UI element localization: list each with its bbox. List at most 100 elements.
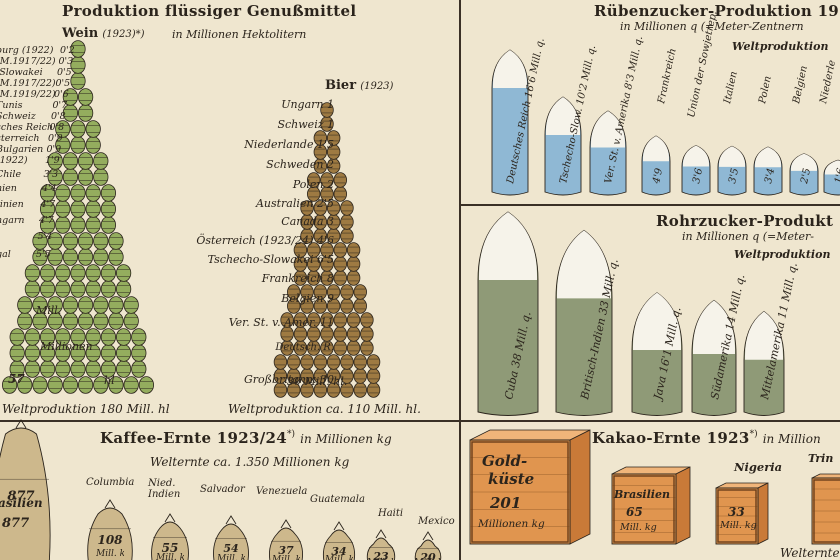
wein-barrel-1-3 <box>55 360 71 378</box>
divider-right-middle <box>461 204 840 206</box>
bier-total: Weltproduktion ca. 110 Mill. hl. <box>228 402 421 416</box>
wein-barrel-15-2 <box>85 136 101 154</box>
bier-barrel-5-5 <box>346 312 361 328</box>
wein-barrel-4-4-body <box>77 312 94 330</box>
bier-barrel-2-4 <box>326 354 341 370</box>
bier-barrel-7-2 <box>313 284 328 300</box>
ruebenzucker-bar-tip <box>718 146 746 167</box>
bier-barrel-8-3 <box>333 270 348 286</box>
kaffee-value-label: 20 <box>420 550 436 560</box>
wein-barrel-19-0-body <box>70 72 86 90</box>
wein-barrel-10-4 <box>100 216 117 234</box>
wein-barrel-3-1-body <box>24 328 41 346</box>
bier-barrel-7-5-body <box>353 284 367 300</box>
wein-barrel-10-4-body <box>100 216 117 234</box>
kakao-crate-top <box>811 473 840 479</box>
bier-barrel-7-4 <box>340 284 354 300</box>
wein-category-label: (M.1917/22) <box>0 78 56 89</box>
bier-barrel-15-0 <box>306 172 321 188</box>
wein-barrel-1-3-body <box>55 360 71 378</box>
wein-barrel-10-2-body <box>70 216 86 234</box>
fluessig-unit: in Millionen Hektolitern <box>172 28 307 41</box>
bier-barrel-0-6 <box>353 382 367 398</box>
bier-category-label: Belgien 9 <box>281 292 334 305</box>
bier-barrel-5-0-body <box>280 312 294 328</box>
wein-barrel-6-4 <box>85 280 101 298</box>
kaffee-bar <box>322 529 356 560</box>
wein-barrel-7-1-body <box>39 264 56 282</box>
bier-barrel-4-4 <box>333 326 348 342</box>
bier-barrel-10-2-body <box>320 242 334 258</box>
bier-barrel-1-2 <box>300 368 314 384</box>
wein-barrel-13-3-body <box>93 168 109 186</box>
wein-barrel-3-0 <box>9 328 25 346</box>
bier-barrel-20-0-body <box>320 102 334 118</box>
kaffee-title: Kaffee-Ernte 1923/24*) in Millionen kg <box>100 428 392 447</box>
wein-barrel-15-1 <box>70 136 86 154</box>
wein-barrel-4-7 <box>123 312 139 330</box>
wein-barrel-11-2-body <box>70 200 86 218</box>
bier-barrel-10-3 <box>333 242 348 258</box>
bier-barrel-2-0-body <box>273 354 288 370</box>
wein-barrel-4-6-body <box>108 312 124 330</box>
wein-value-label: 0'8 <box>49 122 65 133</box>
wein-value-label: 0'6 <box>54 89 69 100</box>
wein-barrel-4-5 <box>93 312 109 330</box>
wein-barrel-19-0 <box>70 72 86 90</box>
kaffee-country-label: Mexico <box>418 516 455 527</box>
wein-value-label: 1'9 <box>45 155 60 166</box>
kaffee-first-value: 877 <box>2 516 30 531</box>
wein-barrel-11-4 <box>100 200 117 218</box>
wein-barrel-10-1 <box>55 216 71 234</box>
kakao-title-text: Kakao-Ernte 1923 <box>592 429 750 447</box>
ruebenzucker-bar-tip <box>492 50 528 88</box>
wein-barrel-16-0-body <box>55 120 71 138</box>
bier-barrel-3-4-body <box>333 340 348 356</box>
wein-barrel-12-1-body <box>55 184 71 202</box>
bier-barrel-13-1 <box>313 200 328 216</box>
bier-barrel-3-4 <box>333 340 348 356</box>
wein-barrel-21-0 <box>70 40 86 58</box>
wein-barrel-15-1-body <box>70 136 86 154</box>
kakao-crate-top <box>469 429 591 441</box>
wein-barrel-3-5 <box>85 328 101 346</box>
wein-barrel-0-4 <box>62 376 79 394</box>
bier-barrel-10-0-body <box>293 242 308 258</box>
kaffee-bar <box>87 507 133 560</box>
kaffee-country-label: Venezuela <box>256 486 308 497</box>
bier-barrel-2-1-body <box>287 354 301 370</box>
wein-barrel-0-3 <box>47 376 63 394</box>
wein-barrel-7-5 <box>100 264 117 282</box>
wein-barrel-0-4-body <box>62 376 79 394</box>
wein-barrel-7-0-body <box>24 264 41 282</box>
ruebenzucker-bar-label: 3'6 <box>691 167 705 185</box>
bier-barrel-10-4-body <box>346 242 361 258</box>
kakao-crate-frame <box>813 479 840 543</box>
wein-barrel-2-0-body <box>9 344 25 362</box>
wein-barrel-10-3 <box>85 216 101 234</box>
bier-barrel-15-2 <box>333 172 348 188</box>
bier-barrel-1-6-body <box>353 368 367 384</box>
wein-barrel-10-2 <box>70 216 86 234</box>
bier-barrel-9-2 <box>320 256 334 272</box>
wein-barrel-0-8 <box>123 376 139 394</box>
wein-barrel-7-3 <box>70 264 86 282</box>
bier-barrel-1-7 <box>366 368 381 384</box>
kaffee-bar-tie <box>333 521 345 531</box>
wein-barrel-6-0 <box>24 280 41 298</box>
wein-barrel-11-3-body <box>85 200 101 218</box>
wein-barrel-1-4 <box>70 360 86 378</box>
ruebenzucker-bar-label: 2'5 <box>799 167 813 185</box>
bier-barrel-17-1 <box>326 144 341 160</box>
wein-barrel-10-1-body <box>55 216 71 234</box>
wein-value-label: 0'5 <box>55 78 71 89</box>
wein-barrel-5-0-body <box>17 296 33 314</box>
rohrzucker-bar-tip <box>556 230 612 299</box>
wein-barrel-3-3 <box>55 328 71 346</box>
kakao-crate-side <box>757 482 769 545</box>
wein-category-label: Schweiz <box>0 111 36 122</box>
divider-left-bottom <box>0 420 459 422</box>
ruebenzucker-unit: in Millionen q (=Meter-Zentnern <box>620 20 804 33</box>
bier-barrel-0-1 <box>287 382 301 398</box>
